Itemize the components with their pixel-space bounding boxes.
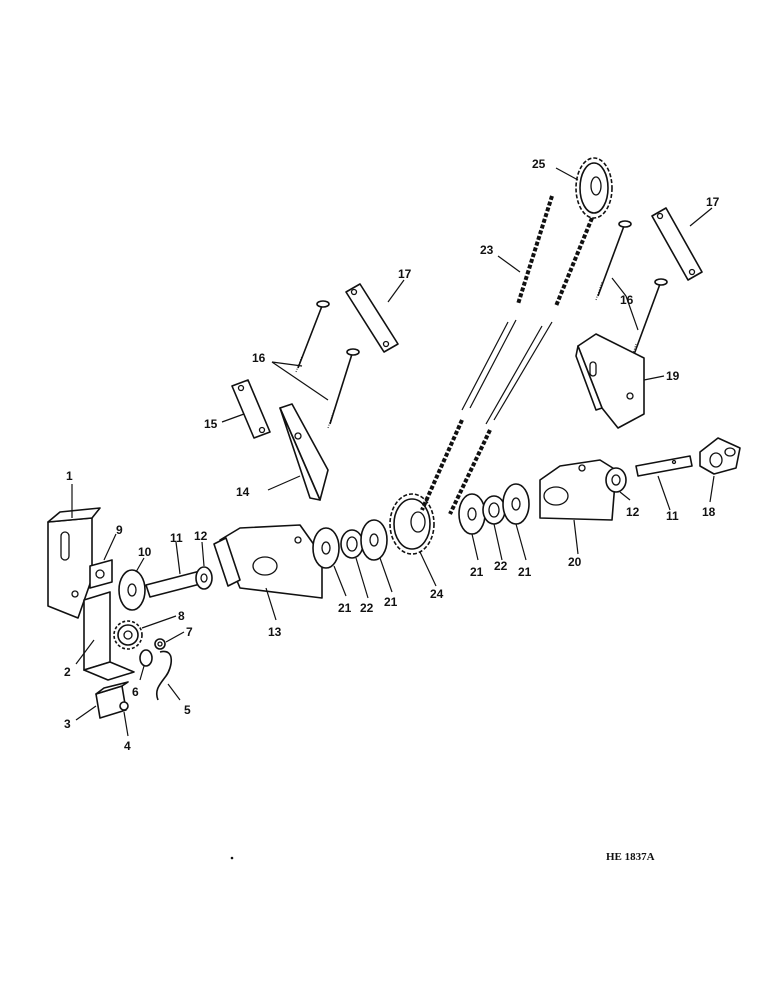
callout-17-left: 17 <box>398 267 412 281</box>
callout-17-right: 17 <box>706 195 720 209</box>
part-15-strap <box>231 379 271 439</box>
part-17-strap-right <box>651 207 703 281</box>
part-13-bearing-plate <box>213 524 323 599</box>
callout-11-left: 11 <box>170 531 183 545</box>
callout-21-left-b: 21 <box>384 595 398 609</box>
part-1-bracket <box>47 507 101 619</box>
callout-21-right-a: 21 <box>470 565 484 579</box>
callout-24: 24 <box>430 587 444 601</box>
callout-10: 10 <box>138 545 152 559</box>
part-4-pin <box>119 701 129 711</box>
callout-25: 25 <box>532 157 546 171</box>
part-24-large-sprocket <box>389 493 435 555</box>
part-18-yoke <box>699 437 741 475</box>
part-9-square-block <box>89 559 113 589</box>
part-21-washer-right-a <box>458 493 486 535</box>
callout-5: 5 <box>184 703 191 717</box>
part-25-top-sprocket <box>575 157 613 219</box>
callout-14: 14 <box>236 485 250 499</box>
callout-21-left-a: 21 <box>338 601 352 615</box>
callout-11-right: 11 <box>666 509 679 523</box>
part-11-shaft-right <box>635 455 693 477</box>
callout-13: 13 <box>268 625 282 639</box>
part-12-collar-right <box>605 467 627 493</box>
callout-12-left: 12 <box>194 529 208 543</box>
callout-8: 8 <box>178 609 185 623</box>
part-5-spring-clip <box>155 650 173 701</box>
part-12-collar-left <box>195 566 213 590</box>
callout-1: 1 <box>66 469 73 483</box>
part-21-washer-right-b <box>502 483 530 525</box>
part-2-angle-bracket <box>83 591 135 681</box>
part-7-washer <box>154 638 166 650</box>
part-22-bearing-left <box>340 529 364 559</box>
part-21-washer-left-a <box>312 527 340 569</box>
part-3-clamp-block <box>95 681 129 719</box>
stray-dot <box>230 856 234 860</box>
part-14-angle-plate <box>279 403 329 501</box>
part-17-strap-left <box>345 283 399 353</box>
part-21-washer-left-b <box>360 519 388 561</box>
callout-12-right: 12 <box>626 505 640 519</box>
callout-22-left: 22 <box>360 601 374 615</box>
part-16-bolts-left <box>295 300 360 429</box>
callout-16-left: 16 <box>252 351 266 365</box>
part-10-disk <box>118 569 146 611</box>
callout-18: 18 <box>702 505 716 519</box>
part-22-bearing-right <box>482 495 506 525</box>
callout-15: 15 <box>204 417 218 431</box>
callout-23: 23 <box>480 243 494 257</box>
part-6-bushing <box>139 649 153 667</box>
callout-22-right: 22 <box>494 559 508 573</box>
part-19-angle-plate <box>575 333 645 429</box>
part-8-small-sprocket <box>113 620 143 650</box>
callout-16-right: 16 <box>620 293 634 307</box>
part-23-roller-chain <box>420 195 594 515</box>
callout-labels: 1 2 3 4 5 6 7 8 9 10 11 12 13 14 15 16 1… <box>64 157 720 753</box>
callout-6: 6 <box>132 685 139 699</box>
callout-7: 7 <box>186 625 193 639</box>
callout-21-right-b: 21 <box>518 565 532 579</box>
figure-id: HE 1837A <box>606 851 655 863</box>
leader-lines <box>71 167 715 737</box>
callout-19: 19 <box>666 369 680 383</box>
callout-3: 3 <box>64 717 71 731</box>
callout-2: 2 <box>64 665 71 679</box>
callout-4: 4 <box>124 739 131 753</box>
callout-20: 20 <box>568 555 582 569</box>
callout-9: 9 <box>116 523 123 537</box>
part-20-bearing-plate <box>539 459 617 521</box>
